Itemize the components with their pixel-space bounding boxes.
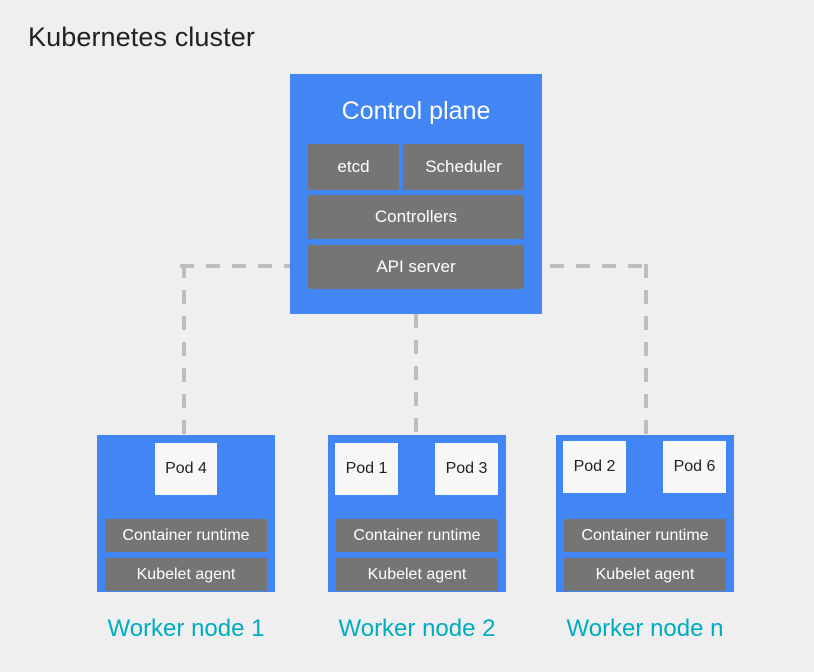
control-plane-component-api-server[interactable]: API server <box>308 245 524 289</box>
connector-apiserver-to-node1-horizontal <box>180 264 308 268</box>
connector-controlplane-to-node2-vertical <box>414 314 418 437</box>
pod-box[interactable]: Pod 2 <box>563 441 626 493</box>
worker-node-1-box[interactable]: Pod 4 Container runtime Kubelet agent <box>97 435 275 592</box>
control-plane-component-scheduler[interactable]: Scheduler <box>403 144 524 190</box>
container-runtime-bar[interactable]: Container runtime <box>105 519 267 552</box>
connector-apiserver-to-noden-horizontal <box>524 264 648 268</box>
page-title: Kubernetes cluster <box>28 22 255 52</box>
control-plane-title: Control plane <box>341 97 491 125</box>
worker-node-2-label: Worker node 2 <box>338 615 496 642</box>
connector-node1-vertical <box>182 264 186 437</box>
pod-box[interactable]: Pod 6 <box>663 441 726 493</box>
worker-node-1-label: Worker node 1 <box>107 615 265 642</box>
worker-node-n-label: Worker node n <box>566 615 724 642</box>
pod-box[interactable]: Pod 1 <box>335 443 398 495</box>
control-plane-component-controllers[interactable]: Controllers <box>308 195 524 239</box>
worker-node-2-box[interactable]: Pod 1 Pod 3 Container runtime Kubelet ag… <box>328 435 506 592</box>
container-runtime-bar[interactable]: Container runtime <box>336 519 498 552</box>
pod-box[interactable]: Pod 4 <box>155 443 217 495</box>
worker-node-n-box[interactable]: Pod 2 Pod 6 Container runtime Kubelet ag… <box>556 435 734 592</box>
pod-box[interactable]: Pod 3 <box>435 443 498 495</box>
container-runtime-bar[interactable]: Container runtime <box>564 519 726 552</box>
kubelet-agent-bar[interactable]: Kubelet agent <box>336 558 498 591</box>
kubelet-agent-bar[interactable]: Kubelet agent <box>564 558 726 591</box>
control-plane-component-etcd[interactable]: etcd <box>308 144 399 190</box>
connector-noden-vertical <box>644 264 648 437</box>
kubelet-agent-bar[interactable]: Kubelet agent <box>105 558 267 591</box>
control-plane-box[interactable]: Control plane etcd Scheduler Controllers… <box>290 74 542 314</box>
